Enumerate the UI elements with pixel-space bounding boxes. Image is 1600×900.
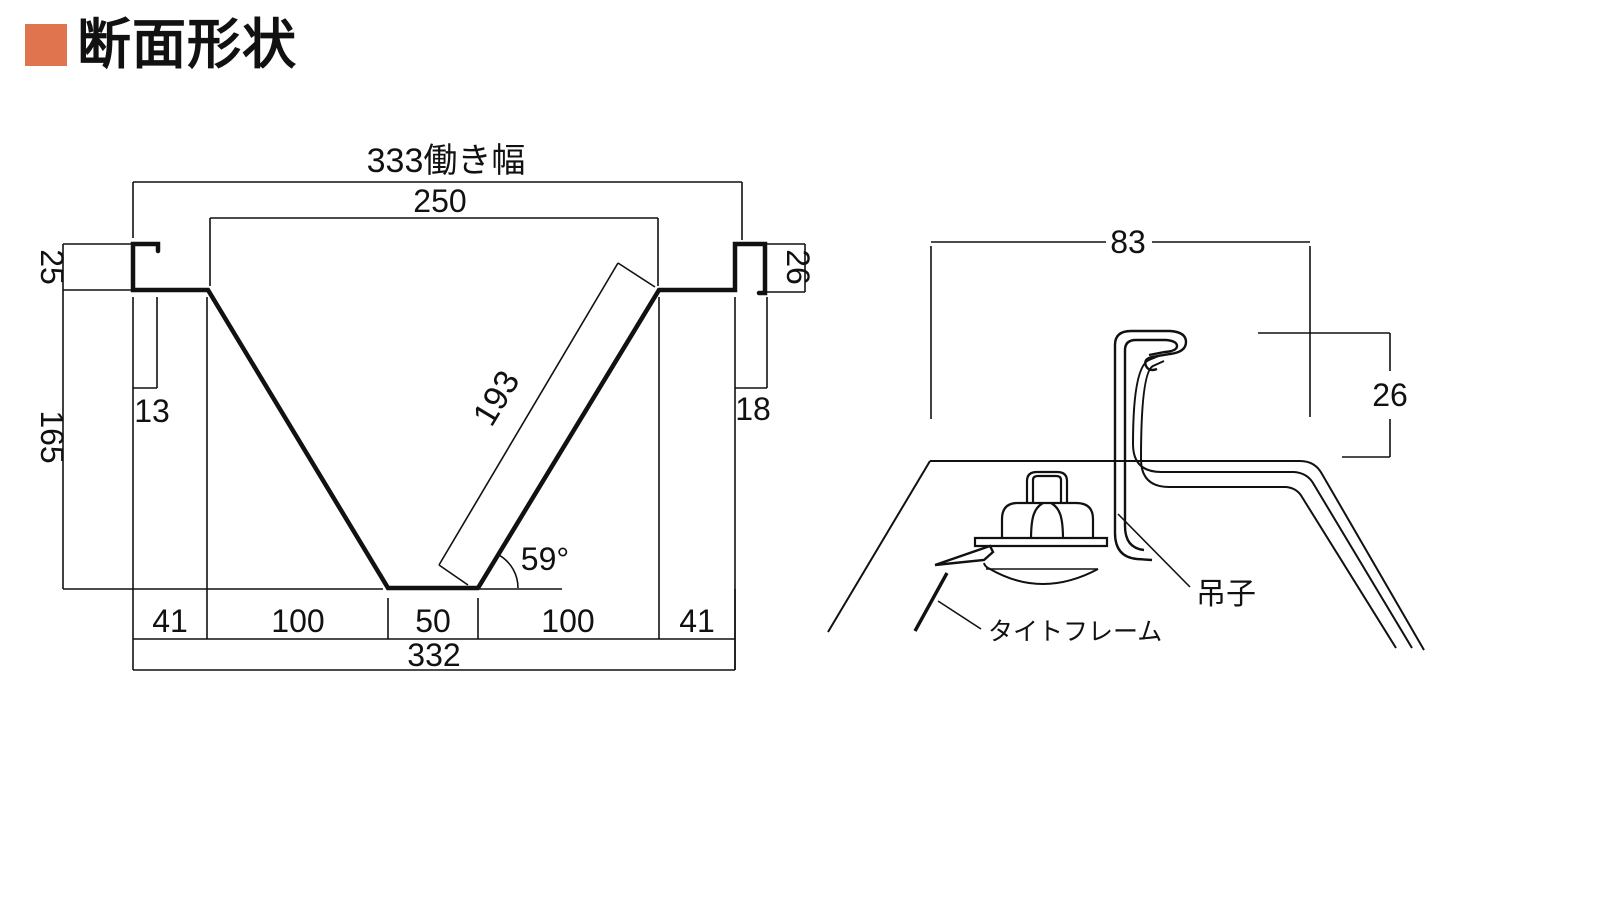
angle-arc xyxy=(499,554,519,589)
panel-left-slope xyxy=(827,460,931,633)
panel-profile-outline xyxy=(130,241,768,591)
frame-beak xyxy=(934,544,995,567)
nut-outline xyxy=(1000,501,1095,540)
profile-labels: 333働き幅 250 25 165 13 18 26 193 59° 41 10… xyxy=(34,142,816,673)
section-header: 断面形状 xyxy=(25,18,297,72)
dim-text-26-right: 26 xyxy=(1372,377,1408,413)
frame-left-leg xyxy=(913,572,949,632)
detail-labels: 83 26 吊子 タイトフレーム xyxy=(988,224,1408,646)
nut-facet-right xyxy=(1050,502,1065,541)
detail-panel xyxy=(827,354,1425,651)
seg-text-100-left: 100 xyxy=(271,603,324,639)
profile-diagram xyxy=(62,181,806,671)
clip-label: 吊子 xyxy=(1196,578,1256,611)
bolt-cap-outer xyxy=(1025,470,1069,503)
page-title: 断面形状 xyxy=(77,15,297,75)
dim-line-193 xyxy=(438,262,619,566)
clip-inner-line xyxy=(1123,338,1179,552)
dim-text-working-width: 333働き幅 xyxy=(367,142,526,180)
dim-text-193: 193 xyxy=(466,364,528,432)
accent-square xyxy=(25,24,67,66)
frame-label: タイトフレーム xyxy=(988,618,1162,646)
bolt-assembly xyxy=(973,470,1109,548)
seg-text-41-left: 41 xyxy=(152,603,188,639)
sheet-outer-line xyxy=(1131,354,1413,649)
clip-shape xyxy=(1113,329,1188,562)
dim-text-13: 13 xyxy=(134,393,170,429)
seg-text-41-right: 41 xyxy=(679,603,715,639)
dim-text-25: 25 xyxy=(34,249,70,285)
clip-outer-line xyxy=(1113,329,1188,562)
bolt-cap-inner xyxy=(1031,474,1063,503)
seg-text-100-right: 100 xyxy=(541,603,594,639)
frame-dish-arc xyxy=(983,562,1099,585)
detail-dimension-lines xyxy=(930,241,1391,630)
sheet-inner-line xyxy=(1139,360,1397,649)
dim-text-83: 83 xyxy=(1110,224,1146,260)
tight-frame-shape xyxy=(913,544,1099,632)
leader-clip xyxy=(1117,513,1191,588)
seam-detail-diagram xyxy=(827,241,1425,651)
dim-text-26-left: 26 xyxy=(780,249,816,285)
panel-top-and-right-slope xyxy=(930,460,1425,651)
dim-text-250: 250 xyxy=(413,183,466,219)
dim-text-18: 18 xyxy=(735,391,771,427)
accent-square-icon xyxy=(25,24,67,66)
washer-plate xyxy=(973,536,1109,548)
cap-193-bottom xyxy=(438,564,469,586)
seg-text-50: 50 xyxy=(415,603,451,639)
leader-frame xyxy=(937,600,982,630)
nut-facet-left xyxy=(1029,502,1044,541)
cap-193-top xyxy=(617,262,656,288)
dim-text-332: 332 xyxy=(407,637,460,673)
profile-dimension-lines xyxy=(62,181,806,671)
dim-text-angle: 59° xyxy=(521,541,569,577)
dim-text-165: 165 xyxy=(34,410,70,463)
